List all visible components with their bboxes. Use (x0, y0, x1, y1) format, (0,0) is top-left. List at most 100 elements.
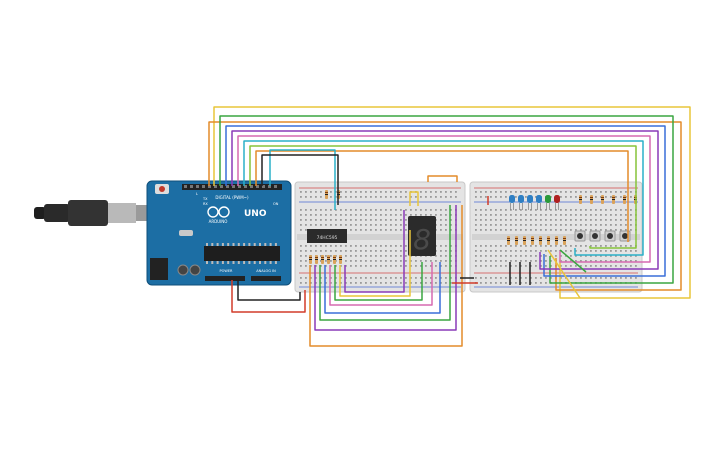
breadboard-hole[interactable] (440, 191, 442, 193)
breadboard-hole[interactable] (610, 219, 612, 221)
breadboard-hole[interactable] (450, 265, 452, 267)
led[interactable] (527, 195, 533, 203)
breadboard-hole[interactable] (580, 219, 582, 221)
breadboard-hole[interactable] (605, 214, 607, 216)
digital-pin[interactable] (238, 185, 241, 188)
breadboard-hole[interactable] (615, 191, 617, 193)
breadboard-hole[interactable] (345, 219, 347, 221)
breadboard-hole[interactable] (500, 214, 502, 216)
wire[interactable] (319, 205, 451, 321)
breadboard-hole[interactable] (355, 250, 357, 252)
breadboard-hole[interactable] (635, 277, 637, 279)
breadboard-hole[interactable] (305, 191, 307, 193)
breadboard-hole[interactable] (330, 224, 332, 226)
breadboard-hole[interactable] (345, 277, 347, 279)
breadboard-hole[interactable] (450, 229, 452, 231)
breadboard-hole[interactable] (370, 209, 372, 211)
breadboard-hole[interactable] (405, 214, 407, 216)
breadboard-hole[interactable] (505, 191, 507, 193)
breadboard-hole[interactable] (535, 196, 537, 198)
breadboard-hole[interactable] (605, 219, 607, 221)
led[interactable] (536, 195, 542, 203)
breadboard-hole[interactable] (505, 224, 507, 226)
breadboard-hole[interactable] (575, 229, 577, 231)
breadboard-hole[interactable] (440, 277, 442, 279)
breadboard-hole[interactable] (405, 245, 407, 247)
breadboard-hole[interactable] (415, 196, 417, 198)
breadboard-hole[interactable] (630, 229, 632, 231)
breadboard-hole[interactable] (355, 209, 357, 211)
breadboard-hole[interactable] (370, 191, 372, 193)
breadboard-hole[interactable] (570, 196, 572, 198)
breadboard-hole[interactable] (555, 224, 557, 226)
breadboard-hole[interactable] (325, 224, 327, 226)
breadboard-hole[interactable] (630, 250, 632, 252)
breadboard-hole[interactable] (430, 209, 432, 211)
breadboard-hole[interactable] (485, 265, 487, 267)
breadboard-hole[interactable] (475, 250, 477, 252)
breadboard-hole[interactable] (615, 245, 617, 247)
breadboard-hole[interactable] (525, 209, 527, 211)
breadboard-hole[interactable] (610, 277, 612, 279)
breadboard-hole[interactable] (580, 209, 582, 211)
breadboard-hole[interactable] (315, 277, 317, 279)
breadboard-hole[interactable] (490, 219, 492, 221)
breadboard-hole[interactable] (375, 219, 377, 221)
breadboard-hole[interactable] (560, 265, 562, 267)
breadboard-hole[interactable] (450, 191, 452, 193)
breadboard-hole[interactable] (490, 209, 492, 211)
breadboard-hole[interactable] (405, 277, 407, 279)
pushbutton-cap[interactable] (622, 233, 628, 239)
breadboard-hole[interactable] (345, 224, 347, 226)
breadboard-hole[interactable] (345, 260, 347, 262)
breadboard-hole[interactable] (475, 265, 477, 267)
breadboard-hole[interactable] (455, 191, 457, 193)
breadboard-hole[interactable] (540, 219, 542, 221)
breadboard-hole[interactable] (520, 209, 522, 211)
breadboard-hole[interactable] (475, 191, 477, 193)
breadboard-hole[interactable] (390, 277, 392, 279)
breadboard-hole[interactable] (305, 224, 307, 226)
wire[interactable] (334, 262, 423, 301)
breadboard-hole[interactable] (525, 196, 527, 198)
breadboard-hole[interactable] (355, 229, 357, 231)
breadboard-hole[interactable] (445, 260, 447, 262)
breadboard-hole[interactable] (480, 260, 482, 262)
breadboard-hole[interactable] (300, 229, 302, 231)
breadboard-hole[interactable] (320, 250, 322, 252)
breadboard-hole[interactable] (580, 277, 582, 279)
breadboard-hole[interactable] (420, 209, 422, 211)
digital-pin[interactable] (262, 185, 265, 188)
breadboard-hole[interactable] (575, 191, 577, 193)
breadboard-hole[interactable] (515, 214, 517, 216)
breadboard-hole[interactable] (440, 214, 442, 216)
breadboard-hole[interactable] (305, 265, 307, 267)
breadboard-hole[interactable] (435, 277, 437, 279)
breadboard-hole[interactable] (600, 265, 602, 267)
breadboard-hole[interactable] (475, 224, 477, 226)
breadboard-hole[interactable] (405, 282, 407, 284)
breadboard-hole[interactable] (535, 214, 537, 216)
breadboard-hole[interactable] (415, 260, 417, 262)
breadboard-hole[interactable] (560, 245, 562, 247)
breadboard-hole[interactable] (560, 191, 562, 193)
breadboard-hole[interactable] (365, 245, 367, 247)
breadboard-hole[interactable] (330, 245, 332, 247)
breadboard-hole[interactable] (535, 265, 537, 267)
breadboard-hole[interactable] (550, 265, 552, 267)
breadboard-hole[interactable] (400, 214, 402, 216)
breadboard-hole[interactable] (355, 219, 357, 221)
breadboard-hole[interactable] (510, 214, 512, 216)
breadboard-hole[interactable] (400, 265, 402, 267)
breadboard-hole[interactable] (380, 214, 382, 216)
breadboard-hole[interactable] (330, 209, 332, 211)
breadboard-hole[interactable] (365, 219, 367, 221)
breadboard-hole[interactable] (340, 265, 342, 267)
breadboard-hole[interactable] (480, 196, 482, 198)
breadboard-hole[interactable] (445, 224, 447, 226)
breadboard-hole[interactable] (555, 250, 557, 252)
breadboard-hole[interactable] (500, 209, 502, 211)
breadboard-hole[interactable] (495, 224, 497, 226)
digital-pin[interactable] (268, 185, 271, 188)
breadboard-hole[interactable] (495, 255, 497, 257)
